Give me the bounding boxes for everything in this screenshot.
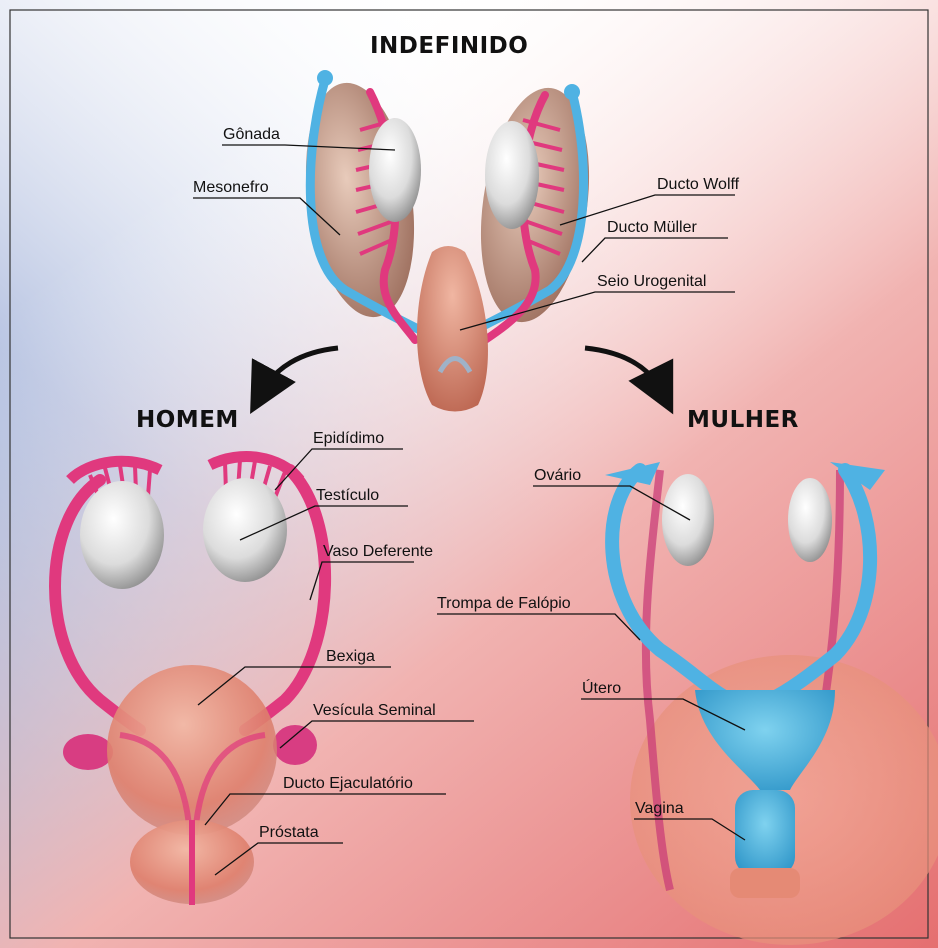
male-structure [49, 451, 332, 905]
vaginal-opening [730, 868, 800, 898]
ovary-left [662, 474, 714, 566]
label-mesonefro: Mesonefro [193, 179, 269, 196]
diagram-border [9, 9, 929, 939]
wolff-remnant-left [641, 469, 674, 891]
label-epididimo: Epidídimo [313, 430, 385, 447]
label-ducto-ejaculatorio: Ducto Ejaculatório [283, 775, 413, 792]
section-title-female: MULHER [687, 407, 799, 433]
arrow-to-male [250, 345, 339, 414]
urogenital-duct-ends [437, 356, 473, 374]
seminal-vesicle-right [273, 725, 317, 765]
fimbria-left [317, 70, 333, 86]
fimbriae [605, 462, 885, 490]
gonad-left [369, 118, 421, 222]
testis-right [203, 478, 287, 582]
fallopian-tube-right [763, 463, 878, 707]
label-ducto-muller: Ducto Müller [607, 219, 697, 236]
label-utero: Útero [582, 680, 622, 697]
uterus [695, 690, 835, 790]
label-vaso-deferente: Vaso Deferente [323, 543, 433, 560]
bladder [107, 665, 277, 835]
arrow-to-female [584, 345, 674, 415]
label-trompa-falopio: Trompa de Falópio [437, 595, 571, 612]
section-title-indifferent: INDEFINIDO [370, 33, 529, 59]
epididymis-right [207, 451, 305, 484]
label-gonada: Gônada [223, 126, 280, 143]
fimbria-right [564, 84, 580, 100]
label-ovario: Ovário [534, 467, 582, 484]
seminal-vesicle-left [63, 734, 113, 770]
label-ducto-wolff: Ducto Wolff [657, 176, 740, 193]
ovary-right [788, 478, 832, 562]
label-vagina: Vagina [635, 800, 684, 817]
label-vesicula-seminal: Vesícula Seminal [313, 702, 436, 719]
vagina [735, 790, 795, 875]
label-prostata: Próstata [259, 824, 319, 841]
label-bexiga: Bexiga [326, 648, 375, 665]
label-seio-urogenital: Seio Urogenital [597, 273, 707, 290]
wolff-remnant-right [821, 469, 844, 701]
testis-left [80, 481, 164, 589]
label-testiculo: Testículo [316, 487, 380, 504]
gonad-right [485, 121, 539, 229]
female-structure [605, 462, 938, 945]
leader-lines [193, 144, 746, 876]
section-title-male: HOMEM [136, 407, 239, 433]
indifferent-structure [305, 70, 590, 412]
fallopian-tube-left [605, 463, 737, 707]
epididymis-left [66, 455, 163, 485]
